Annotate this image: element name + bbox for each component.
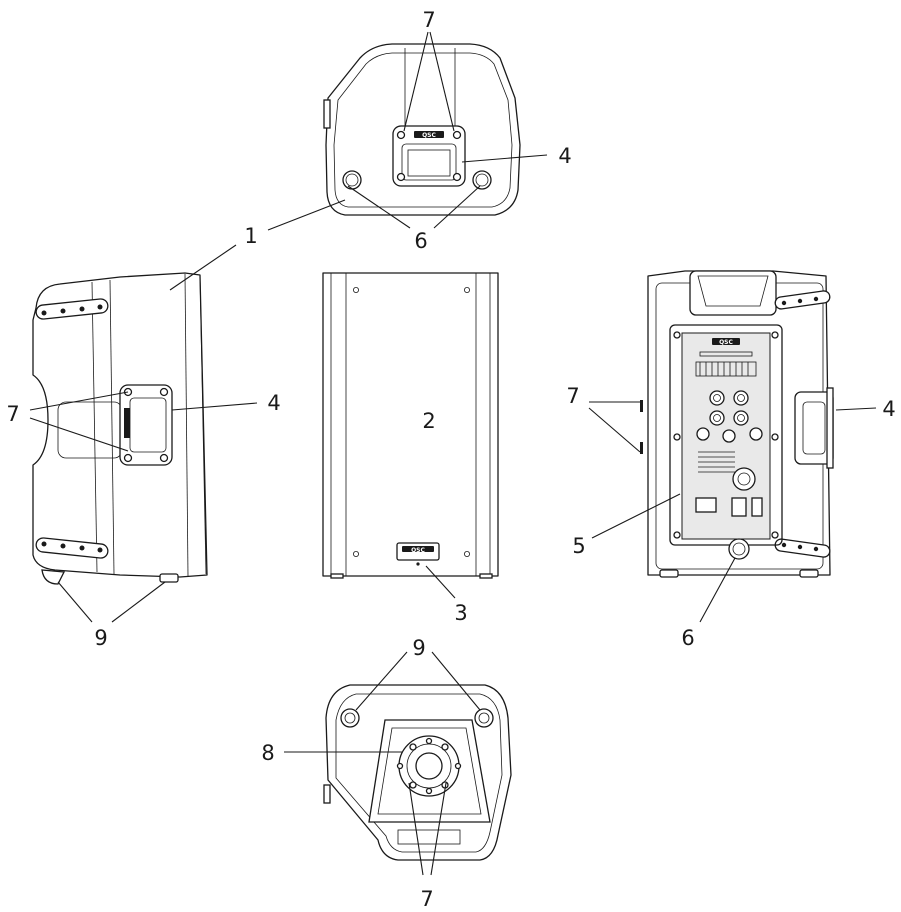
leader-lines bbox=[29, 31, 877, 876]
callout-bottom-8: 8 bbox=[261, 741, 274, 765]
front-view bbox=[322, 272, 499, 579]
top-view bbox=[323, 43, 521, 216]
callout-front-2: 2 bbox=[422, 409, 435, 433]
callout-rear-7: 7 bbox=[566, 384, 579, 408]
callout-bottom-9: 9 bbox=[412, 636, 425, 660]
callout-rear-6: 6 bbox=[681, 626, 694, 650]
heatsink-fins bbox=[695, 361, 757, 377]
callout-top-7: 7 bbox=[422, 8, 435, 32]
callout-side-7: 7 bbox=[6, 402, 19, 426]
callout-bottom-7: 7 bbox=[420, 887, 433, 911]
callout-rear-4: 4 bbox=[882, 397, 895, 421]
callout-top-4: 4 bbox=[558, 144, 571, 168]
callout-top-1: 1 bbox=[244, 224, 257, 248]
callout-top-6: 6 bbox=[414, 229, 427, 253]
rear-logo: QSC bbox=[719, 339, 733, 346]
callout-side-9: 9 bbox=[94, 626, 107, 650]
callout-rear-5: 5 bbox=[572, 534, 585, 558]
front-logo: QSC bbox=[411, 547, 425, 554]
callout-front-3: 3 bbox=[454, 601, 467, 625]
side-view bbox=[32, 272, 208, 585]
rear-view bbox=[640, 270, 834, 578]
top-logo: QSC bbox=[422, 132, 436, 139]
bottom-view bbox=[323, 684, 512, 861]
callout-side-4: 4 bbox=[267, 391, 280, 415]
callout-labels: 7 4 1 6 7 4 9 2 3 7 4 5 6 9 8 7 bbox=[6, 8, 895, 911]
